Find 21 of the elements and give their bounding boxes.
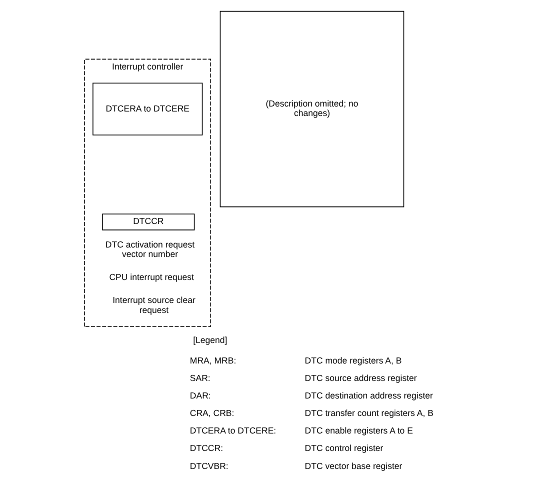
- label: DTCVBR:: [189, 460, 228, 471]
- label: DTC activation request vector number: [104, 239, 194, 259]
- label: DTC enable registers A to E: [304, 426, 412, 436]
- label: DTCCR:: [189, 443, 223, 454]
- label: DTC vector base register: [304, 460, 402, 471]
- label: DTC mode registers A, B: [304, 355, 402, 366]
- label: CRA, CRB:: [189, 408, 234, 418]
- node-box: DTCCR: [102, 214, 194, 230]
- node-box: (Description omitted; no changes): [219, 10, 404, 208]
- label: MRA, MRB:: [189, 355, 236, 366]
- label: DTC source address register: [304, 372, 416, 383]
- label: DTCERA to DTCERE:: [189, 426, 276, 436]
- node-box: DTCERA to DTCERE: [92, 82, 202, 136]
- label: SAR:: [189, 372, 210, 383]
- label: CPU interrupt request: [108, 272, 194, 282]
- label: DTC destination address register: [304, 390, 432, 401]
- label: DTC transfer count registers A, B: [304, 408, 433, 418]
- label: DTC control register: [304, 443, 383, 454]
- label: DAR:: [189, 390, 210, 401]
- label: [Legend]: [192, 335, 227, 346]
- label: Interrupt source clear request: [112, 295, 195, 315]
